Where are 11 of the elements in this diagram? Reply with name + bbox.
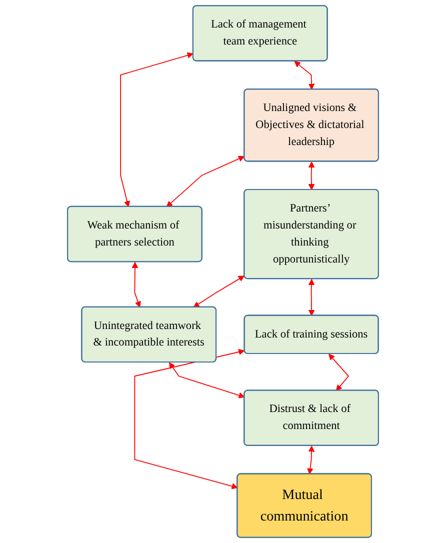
arrow — [120, 52, 194, 208]
arrow — [168, 362, 245, 398]
arrow — [134, 348, 245, 490]
arrow — [132, 262, 141, 308]
arrow — [307, 446, 315, 474]
arrow — [308, 278, 315, 316]
arrow — [328, 354, 350, 391]
arrow — [308, 162, 315, 190]
arrow — [166, 156, 244, 208]
arrow — [193, 276, 245, 308]
arrow — [294, 61, 315, 90]
